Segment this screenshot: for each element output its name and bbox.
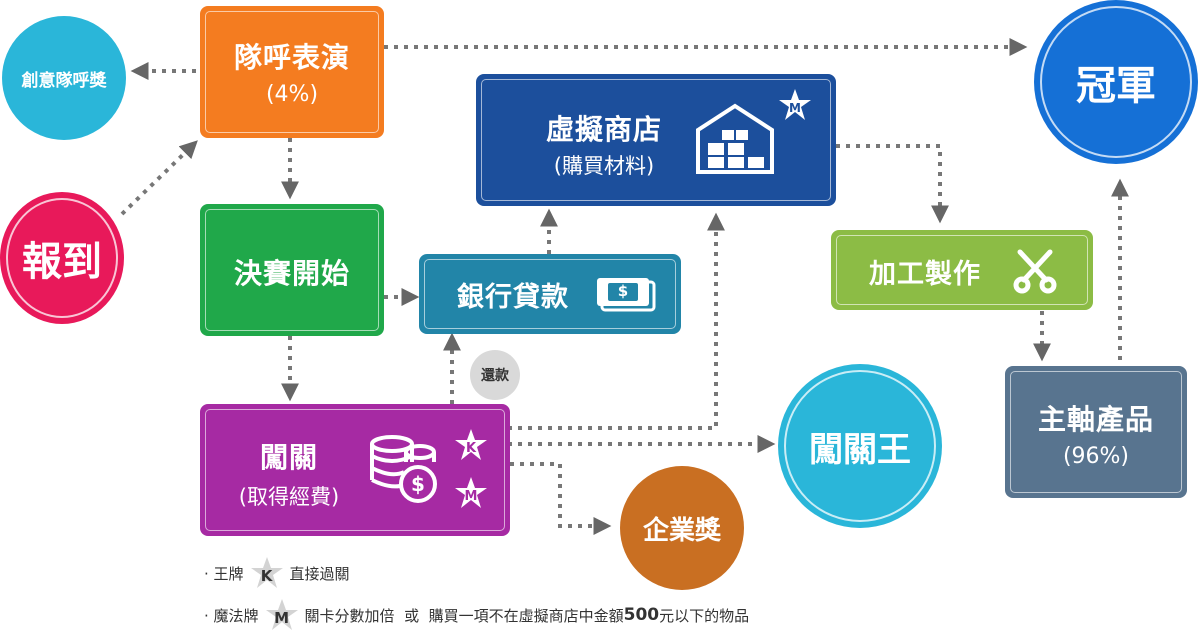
champion-label: 冠軍: [1076, 63, 1156, 109]
stage-king-label: 闖關王: [809, 429, 911, 470]
legend-magic-amount: 500: [623, 605, 660, 625]
arrow-store-process: [836, 144, 949, 224]
legend-magic-text: 關卡分數加倍 或 購買一項不在虛擬商店中金額: [304, 606, 624, 625]
stage-king-star-letter: K: [465, 440, 477, 456]
store-magic-star-icon: M: [778, 88, 812, 122]
legend-king-star-icon: K: [250, 556, 284, 590]
virtual-store-subtitle: (購買材料): [553, 154, 655, 178]
legend-magic-letter: M: [274, 609, 290, 627]
cheer-performance-weight: (4%): [265, 82, 319, 107]
checkin-label: 報到: [22, 239, 102, 285]
cheer-performance-title: 隊呼表演: [233, 41, 350, 74]
cash-icon-symbol: $: [617, 282, 629, 300]
coins-icon: $: [368, 432, 442, 506]
cash-icon: $: [596, 276, 656, 312]
processing-title: 加工製作: [869, 259, 981, 290]
cheer-performance-node: [200, 6, 384, 138]
stage-magic-star-letter: M: [464, 488, 478, 504]
legend-king-prefix: · 王牌: [204, 564, 244, 583]
creative-cheer-award-node: 創意隊呼獎: [2, 16, 126, 140]
enterprise-award-node: 企業獎: [620, 466, 744, 590]
final-start-title: 決賽開始: [233, 257, 350, 290]
creative-cheer-award-label: 創意隊呼獎: [21, 70, 107, 91]
legend-king-text: 直接過關: [289, 564, 350, 583]
arrow-checkin-cheer: [120, 140, 198, 216]
legend-magic-suffix: 元以下的物品: [659, 606, 750, 625]
virtual-store-title: 虛擬商店: [545, 113, 662, 146]
processing-node: [831, 230, 1093, 310]
main-product-title: 主軸產品: [1037, 403, 1154, 436]
legend-magic-prefix: · 魔法牌: [204, 606, 259, 625]
store-magic-star-letter: M: [789, 101, 801, 115]
legend-row-magic: · 魔法牌 M 關卡分數加倍 或 購買一項不在虛擬商店中金額 500 元以下的物…: [204, 598, 749, 632]
enterprise-award-label: 企業獎: [642, 515, 721, 546]
main-product-weight: (96%): [1062, 444, 1130, 469]
legend-king-letter: K: [260, 567, 273, 585]
stage-challenge-title: 闖關: [259, 441, 318, 474]
arrow-stage-enterprise: [510, 462, 612, 535]
legend-row-king: · 王牌 K 直接過關: [204, 556, 350, 590]
virtual-store-node: [476, 74, 836, 206]
legend-magic-star-icon: M: [265, 598, 299, 632]
champion-node: 冠軍: [1034, 0, 1198, 164]
warehouse-icon: [694, 100, 776, 174]
main-product-node: [1005, 366, 1187, 498]
bank-loan-title: 銀行貸款: [457, 282, 569, 313]
stage-king-node: 闖關王: [778, 364, 942, 528]
stage-king-star-icon: K: [454, 428, 488, 462]
svg-text:$: $: [411, 472, 425, 496]
stage-challenge-node: [200, 404, 510, 536]
scissors-icon: [1012, 248, 1058, 294]
stage-magic-star-icon: M: [454, 476, 488, 510]
checkin-node: 報到: [0, 192, 124, 324]
repay-label: 還款: [481, 368, 509, 384]
repay-bubble: 還款: [470, 350, 520, 400]
stage-challenge-subtitle: (取得經費): [238, 485, 340, 509]
final-start-node: [200, 204, 384, 336]
